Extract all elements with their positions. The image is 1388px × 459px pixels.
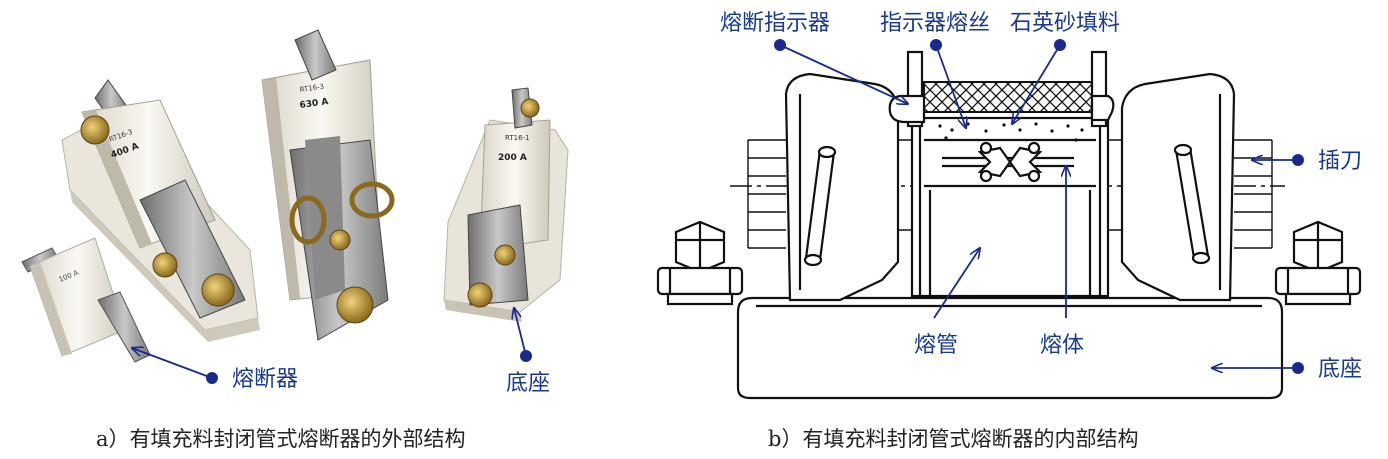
- caption-left: a）有填充料封闭管式熔断器的外部结构: [96, 427, 466, 451]
- fuse-pointer: [132, 348, 213, 379]
- tube-pointer: [933, 248, 980, 319]
- quartz-sand-pointer: [1012, 44, 1061, 124]
- indicator-pointer: [779, 44, 908, 104]
- fuse-tube-drawing: [888, 50, 1115, 298]
- label-indicator: 熔断指示器: [720, 11, 830, 36]
- right-panel: 熔断指示器 指示器熔丝 石英砂填料 插刀 熔管 熔体 底座 b）有填充料封闭管式…: [656, 11, 1362, 451]
- left-fuse-assembly: RT16-3 400 A: [61, 79, 260, 342]
- center-fuse-rating: 630 A: [299, 97, 329, 111]
- label-base-left: 底座: [506, 371, 550, 396]
- right-fuse-model: RT16-1: [505, 134, 530, 142]
- base-drawing: [736, 296, 1284, 400]
- left-panel: 100 A RT16-3 400 A RT16-: [21, 29, 569, 451]
- caption-right: b）有填充料封闭管式熔断器的内部结构: [768, 427, 1138, 451]
- label-element: 熔体: [1040, 333, 1084, 358]
- label-tube: 熔管: [914, 333, 958, 358]
- label-quartz-sand: 石英砂填料: [1010, 11, 1120, 36]
- left-clip-drawing: [656, 72, 920, 306]
- label-indicator-wire: 指示器熔丝: [880, 11, 990, 36]
- center-fuse-model: RT16-3: [299, 83, 324, 94]
- fuse-pointer-dot: [206, 372, 218, 384]
- right-fuse-rating: 200 A: [498, 153, 527, 163]
- small-fuse: 100 A: [21, 237, 151, 363]
- base-pointer: [514, 308, 527, 357]
- right-fuse-assembly: RT16-1 200 A: [443, 87, 569, 322]
- label-fuse: 熔断器: [232, 367, 298, 392]
- center-fuse-assembly: RT16-3 630 A: [261, 29, 395, 341]
- base-pointer-dot: [520, 350, 532, 362]
- right-clip-drawing: [1100, 72, 1362, 306]
- label-blade: 插刀: [1318, 149, 1362, 174]
- label-base-right: 底座: [1318, 357, 1362, 382]
- indicator-wire-pointer: [935, 44, 966, 128]
